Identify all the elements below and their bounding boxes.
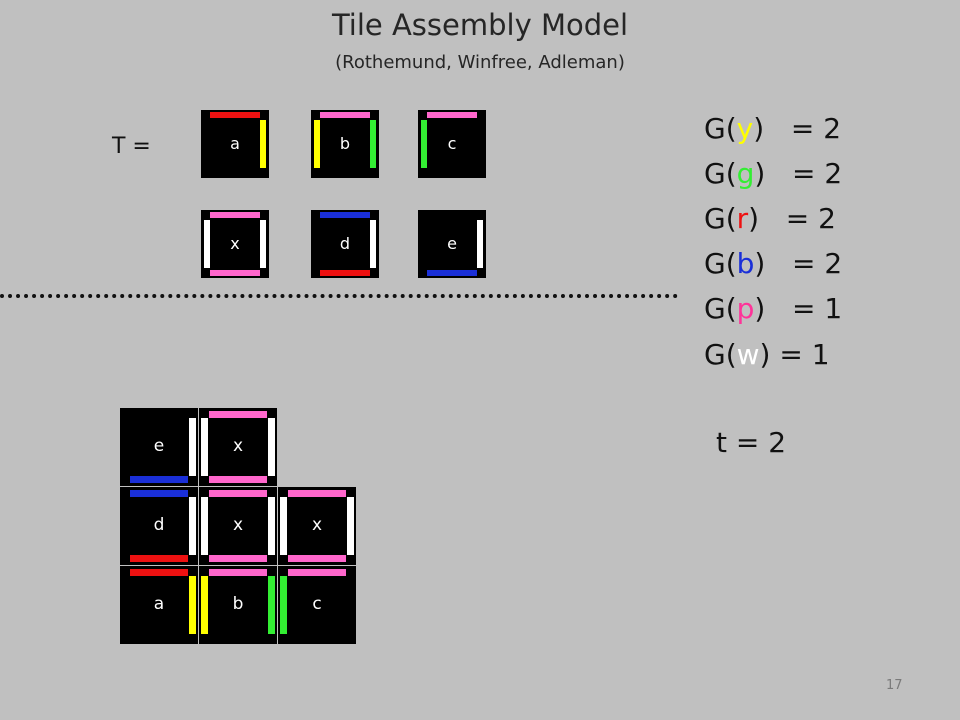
glue-east	[268, 497, 275, 555]
glue-prefix: G(	[704, 247, 737, 280]
page-number: 17	[886, 678, 903, 693]
tile-label: b	[339, 134, 351, 153]
tile-b-west-glue	[314, 120, 320, 168]
glue-north	[130, 569, 188, 576]
cell-label: a	[153, 594, 165, 614]
assembly-cell-x: x	[278, 487, 356, 565]
tile-e-south-glue	[427, 270, 477, 276]
glue-east	[189, 497, 196, 555]
tile-a: a	[201, 110, 269, 178]
glue-south	[288, 555, 346, 562]
tile-label: c	[447, 134, 457, 153]
assembly-cell-x: x	[199, 408, 277, 486]
glue-east	[268, 576, 275, 634]
tile-x-south-glue	[210, 270, 260, 276]
glue-value: ) = 2	[748, 202, 836, 235]
tile-c-north-glue	[427, 112, 477, 118]
glue-prefix: G(	[704, 202, 737, 235]
glue-value: ) = 2	[754, 157, 843, 190]
glue-prefix: G(	[704, 157, 737, 190]
glue-south	[209, 476, 267, 483]
glue-west	[201, 497, 208, 555]
glue-west	[201, 418, 208, 476]
glue-strength-g: G(g) = 2	[704, 157, 842, 190]
glue-east	[268, 418, 275, 476]
cell-label: x	[311, 515, 323, 535]
glue-north	[209, 411, 267, 418]
glue-strength-b: G(b) = 2	[704, 247, 842, 280]
tile-x-west-glue	[204, 220, 210, 268]
glue-south	[209, 555, 267, 562]
glue-prefix: G(	[704, 292, 737, 325]
glue-north	[288, 569, 346, 576]
temperature: t = 2	[716, 426, 787, 459]
glue-value: ) = 1	[759, 338, 830, 371]
tile-c: c	[418, 110, 486, 178]
tileset-label: T =	[112, 134, 151, 159]
glue-strength-y: G(y) = 2	[704, 112, 841, 145]
glue-value: ) = 1	[754, 292, 843, 325]
tile-d-south-glue	[320, 270, 370, 276]
tile-label: e	[447, 234, 457, 253]
glue-letter-p: p	[736, 292, 755, 325]
tile-d-east-glue	[370, 220, 376, 268]
tile-b-east-glue	[370, 120, 376, 168]
tile-x-north-glue	[210, 212, 260, 218]
glue-letter-y: y	[736, 112, 754, 145]
tile-b: b	[311, 110, 379, 178]
glue-value: ) = 2	[753, 112, 842, 145]
cell-label: e	[153, 436, 165, 456]
glue-south	[130, 476, 188, 483]
tile-label: d	[339, 234, 351, 253]
glue-south	[130, 555, 188, 562]
assembly-cell-d: d	[120, 487, 198, 565]
assembly-cell-x: x	[199, 487, 277, 565]
glue-north	[209, 569, 267, 576]
glue-east	[189, 576, 196, 634]
cell-label: d	[153, 515, 165, 535]
tile-a-east-glue	[260, 120, 266, 168]
slide-subtitle: (Rothemund, Winfree, Adleman)	[335, 52, 625, 73]
glue-value: ) = 2	[754, 247, 843, 280]
glue-letter-g: g	[736, 157, 755, 190]
glue-east	[347, 497, 354, 555]
tile-label: a	[230, 134, 240, 153]
glue-east	[189, 418, 196, 476]
slide-title: Tile Assembly Model	[331, 8, 629, 42]
tile-d-north-glue	[320, 212, 370, 218]
tile-c-west-glue	[421, 120, 427, 168]
assembly-cell-a: a	[120, 566, 198, 644]
assembly: e x d x x a b	[120, 408, 356, 646]
assembly-cell-e: e	[120, 408, 198, 486]
glue-west	[280, 497, 287, 555]
cell-label: b	[232, 594, 244, 614]
cell-label: x	[232, 515, 244, 535]
tile-d: d	[311, 210, 379, 278]
glue-prefix: G(	[704, 112, 737, 145]
glue-north	[288, 490, 346, 497]
tile-x: x	[201, 210, 269, 278]
glue-letter-b: b	[736, 247, 755, 280]
tile-b-north-glue	[320, 112, 370, 118]
assembly-cell-b: b	[199, 566, 277, 644]
cell-label: x	[232, 436, 244, 456]
assembly-cell-c: c	[278, 566, 356, 644]
glue-west	[280, 576, 287, 634]
glue-letter-r: r	[736, 202, 749, 235]
glue-west	[201, 576, 208, 634]
glue-prefix: G(	[704, 338, 737, 371]
tile-label: x	[230, 234, 240, 253]
glue-letter-w: w	[736, 338, 760, 371]
section-divider	[0, 294, 678, 298]
glue-strength-w: G(w) = 1	[704, 338, 830, 371]
glue-strength-r: G(r) = 2	[704, 202, 836, 235]
glue-north	[130, 490, 188, 497]
glue-strength-p: G(p) = 1	[704, 292, 842, 325]
tile-x-east-glue	[260, 220, 266, 268]
tile-a-north-glue	[210, 112, 260, 118]
glue-north	[209, 490, 267, 497]
cell-label: c	[312, 594, 322, 614]
tile-e: e	[418, 210, 486, 278]
tile-e-east-glue	[477, 220, 483, 268]
